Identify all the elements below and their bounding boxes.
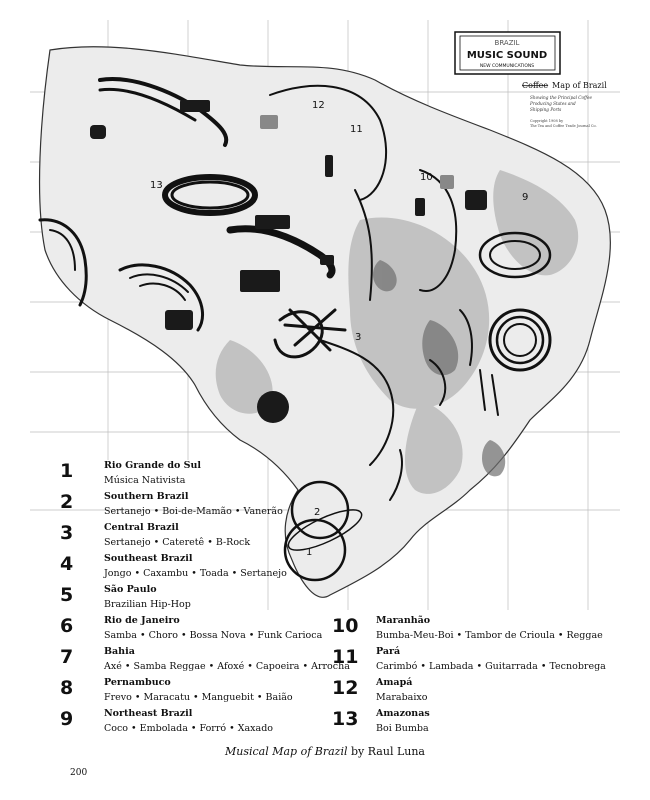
legend-number: 10 bbox=[332, 615, 359, 637]
map-number-2: 2 bbox=[314, 507, 320, 518]
legend-number: 11 bbox=[332, 646, 359, 668]
svg-text:Copyright 1908 by: Copyright 1908 by bbox=[530, 119, 563, 123]
legend-entry: 13 Amazonas Boi Bumba bbox=[332, 706, 622, 737]
legend-genres: Samba • Choro • Bossa Nova • Funk Carioc… bbox=[104, 630, 323, 641]
legend-number: 7 bbox=[60, 646, 74, 668]
legend-genres: Sertanejo • Boi-de-Mamão • Vanerão bbox=[104, 506, 283, 517]
legend-region: Amapá bbox=[376, 677, 413, 688]
svg-text:Coffee: Coffee bbox=[522, 81, 548, 90]
legend-entry: 11 Pará Carimbó • Lambada • Guitarrada •… bbox=[332, 644, 622, 675]
legend-region: Bahia bbox=[104, 646, 135, 657]
map-region-numbers: 1 2 3 9 10 11 12 13 bbox=[150, 100, 528, 558]
page-number: 200 bbox=[70, 768, 88, 778]
legend-number: 4 bbox=[60, 553, 74, 575]
map-number-12: 12 bbox=[312, 100, 325, 111]
legend-genres: Frevo • Maracatu • Manguebit • Baião bbox=[104, 692, 293, 703]
legend-number: 2 bbox=[60, 491, 74, 513]
cables bbox=[38, 77, 552, 582]
legend-entry: 5 São Paulo Brazilian Hip-Hop bbox=[60, 582, 320, 613]
map-number-10: 10 bbox=[420, 172, 433, 183]
svg-text:NEW COMMUNICATIONS: NEW COMMUNICATIONS bbox=[480, 63, 534, 69]
legend-region: Rio de Janeiro bbox=[104, 615, 180, 626]
svg-text:Showing the Principal Coffee: Showing the Principal Coffee bbox=[530, 95, 592, 100]
legend-region: Maranhão bbox=[376, 615, 431, 626]
legend-entry: 4 Southeast Brazil Jongo • Caxambu • Toa… bbox=[60, 551, 320, 582]
legend-region: Central Brazil bbox=[104, 522, 179, 533]
map-number-1: 1 bbox=[306, 547, 312, 558]
legend-genres: Sertanejo • Cateretê • B-Rock bbox=[104, 537, 251, 548]
map-number-13: 13 bbox=[150, 180, 163, 191]
legend-genres: Carimbó • Lambada • Guitarrada • Tecnobr… bbox=[376, 661, 606, 672]
brazil-cable-map: BRAZIL MUSIC SOUND NEW COMMUNICATIONS Co… bbox=[30, 20, 620, 610]
legend-entry: 10 Maranhão Bumba-Meu-Boi • Tambor de Cr… bbox=[332, 613, 622, 644]
legend-number: 13 bbox=[332, 708, 359, 730]
legend-entry: 6 Rio de Janeiro Samba • Choro • Bossa N… bbox=[60, 613, 323, 644]
genre-legend: 1 Rio Grande do Sul Música Nativista 2 S… bbox=[60, 458, 606, 738]
legend-genres: Música Nativista bbox=[104, 475, 186, 486]
legend-number: 3 bbox=[60, 522, 74, 544]
gear-blocks-light bbox=[260, 115, 454, 189]
legend-entry: 7 Bahia Axé • Samba Reggae • Afoxé • Cap… bbox=[60, 644, 350, 675]
legend-genres: Coco • Embolada • Forró • Xaxado bbox=[104, 723, 273, 734]
legend-entry: 1 Rio Grande do Sul Música Nativista bbox=[60, 458, 320, 489]
legend-genres: Jongo • Caxambu • Toada • Sertanejo bbox=[104, 568, 287, 579]
map-number-11: 11 bbox=[350, 124, 363, 135]
caption-byline: by Raul Luna bbox=[347, 745, 425, 758]
legend-region: Pernambuco bbox=[104, 677, 171, 688]
legend-genres: Boi Bumba bbox=[376, 723, 429, 734]
svg-text:The Tea and Coffee Trade Journ: The Tea and Coffee Trade Journal Co. bbox=[530, 124, 597, 128]
map-number-3: 3 bbox=[355, 332, 361, 343]
gear-blocks bbox=[90, 100, 487, 423]
legend-region: Pará bbox=[376, 646, 401, 657]
legend-number: 8 bbox=[60, 677, 74, 699]
brazil-outline bbox=[38, 46, 611, 598]
legend-region: Southeast Brazil bbox=[104, 553, 193, 564]
svg-text:MUSIC SOUND: MUSIC SOUND bbox=[467, 50, 547, 61]
legend-region: São Paulo bbox=[104, 584, 157, 595]
legend-entry: 8 Pernambuco Frevo • Maracatu • Manguebi… bbox=[60, 675, 320, 706]
legend-number: 6 bbox=[60, 615, 74, 637]
legend-entry: 12 Amapá Marabaixo bbox=[332, 675, 622, 706]
map-header: Coffee Map of Brazil Showing the Princip… bbox=[522, 81, 607, 128]
legend-number: 1 bbox=[60, 460, 74, 482]
svg-text:Shipping Ports: Shipping Ports bbox=[530, 107, 561, 112]
legend-genres: Brazilian Hip-Hop bbox=[104, 599, 191, 610]
legend-entry: 2 Southern Brazil Sertanejo • Boi-de-Mam… bbox=[60, 489, 320, 520]
legend-number: 12 bbox=[332, 677, 359, 699]
legend-region: Southern Brazil bbox=[104, 491, 189, 502]
legend-region: Amazonas bbox=[376, 708, 430, 719]
legend-region: Rio Grande do Sul bbox=[104, 460, 201, 471]
legend-entry: 9 Northeast Brazil Coco • Embolada • For… bbox=[60, 706, 320, 737]
legend-column-left: 1 Rio Grande do Sul Música Nativista 2 S… bbox=[60, 458, 350, 737]
legend-genres: Axé • Samba Reggae • Afoxé • Capoeira • … bbox=[104, 661, 350, 672]
svg-text:BRAZIL: BRAZIL bbox=[495, 39, 520, 47]
map-number-9: 9 bbox=[522, 192, 528, 203]
legend-column-right: 10 Maranhão Bumba-Meu-Boi • Tambor de Cr… bbox=[332, 613, 622, 737]
legend-region: Northeast Brazil bbox=[104, 708, 193, 719]
svg-text:Map of Brazil: Map of Brazil bbox=[552, 81, 607, 90]
music-sound-stamp: BRAZIL MUSIC SOUND NEW COMMUNICATIONS bbox=[454, 31, 561, 75]
legend-genres: Bumba-Meu-Boi • Tambor de Crioula • Regg… bbox=[376, 630, 603, 641]
legend-number: 9 bbox=[60, 708, 74, 730]
caption-title: Musical Map of Brazil bbox=[224, 745, 348, 758]
legend-entry: 3 Central Brazil Sertanejo • Cateretê • … bbox=[60, 520, 320, 551]
svg-text:Producing States and: Producing States and bbox=[529, 101, 576, 106]
figure-caption: Musical Map of Brazil by Raul Luna bbox=[0, 745, 650, 758]
legend-genres: Marabaixo bbox=[376, 692, 428, 703]
legend-number: 5 bbox=[60, 584, 74, 606]
